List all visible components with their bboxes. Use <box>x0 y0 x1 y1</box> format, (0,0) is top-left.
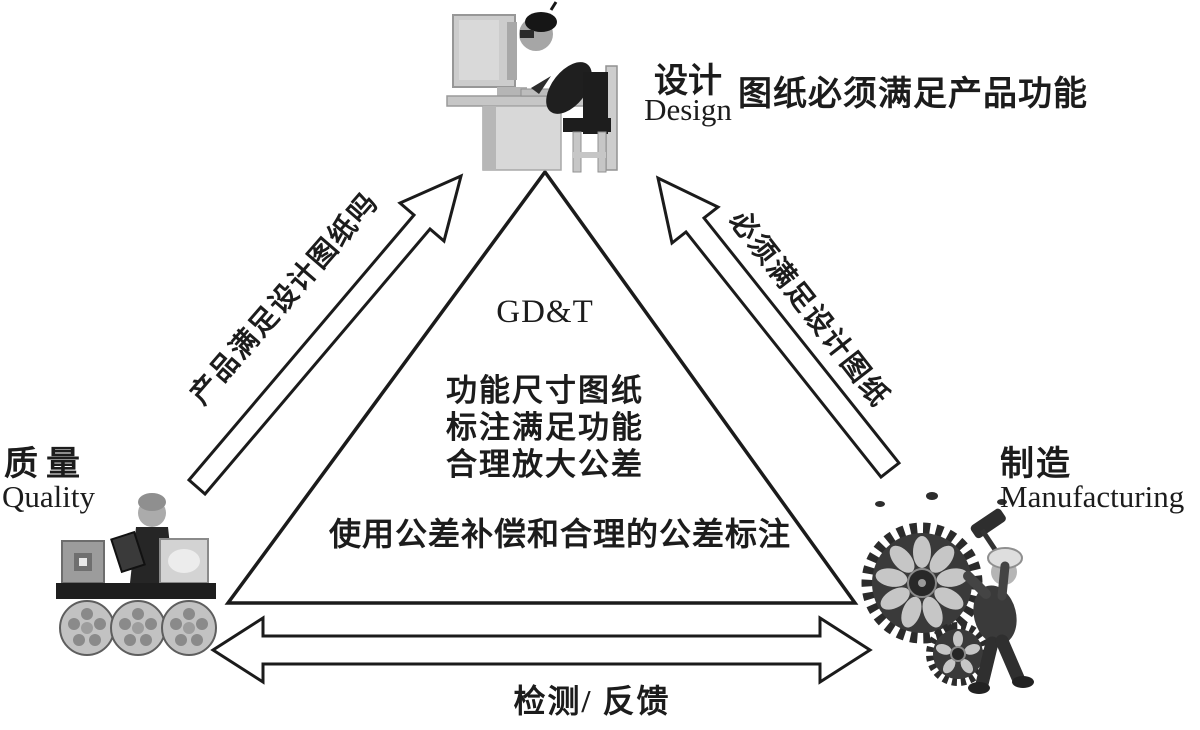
quality-node-label-en: Quality <box>2 479 95 514</box>
design-node-note: 图纸必须满足产品功能 <box>738 76 1088 113</box>
arrow-quality-to-design <box>186 173 464 497</box>
gdt-triangle-outline <box>224 169 859 605</box>
design-node-label-en: Design <box>644 92 732 127</box>
gdt-title: GD&T <box>496 294 594 330</box>
manufacturing-node-label-zh: 制造 <box>1000 446 1072 483</box>
gdt-principle-line: 功能尺寸图纸 <box>446 373 644 408</box>
manufacturing-worker-gears-illustration <box>861 492 1034 694</box>
designer-at-computer-illustration <box>446 1 618 173</box>
quality-inspection-illustration <box>56 493 217 656</box>
arrow-label-inspection-feedback: 检测/ 反馈 <box>513 683 671 719</box>
manufacturing-node-label-en: Manufacturing <box>1000 479 1185 514</box>
design-node-label-zh: 设计 <box>654 63 722 100</box>
gdt-bottom-note: 使用公差补偿和合理的公差标注 <box>328 516 791 552</box>
arrow-inspection-feedback <box>210 615 873 685</box>
quality-node-label-zh: 质量 <box>4 446 88 483</box>
gdt-principle-line: 合理放大公差 <box>446 447 644 482</box>
gdt-principle-line: 标注满足功能 <box>446 410 644 445</box>
gdt-principles-list: 功能尺寸图纸 标注满足功能 合理放大公差 <box>415 372 675 483</box>
arrow-manufacturing-to-design <box>655 175 902 480</box>
